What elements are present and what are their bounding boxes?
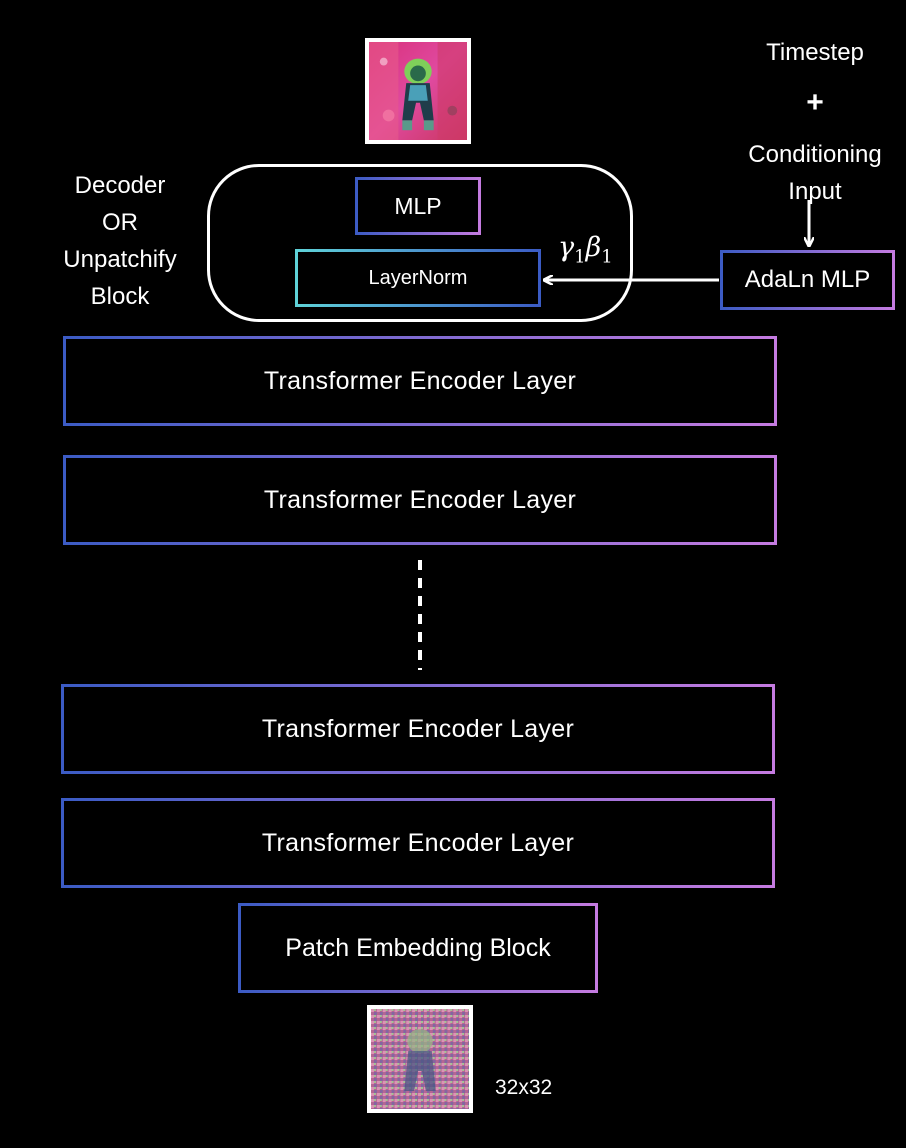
layernorm-label: LayerNorm: [368, 266, 468, 289]
output-image: [365, 38, 471, 144]
mlp-box: MLP: [355, 177, 481, 235]
transformer-encoder-layer-2: Transformer Encoder Layer: [63, 455, 777, 545]
conditioning-label-line2: Input: [788, 178, 842, 205]
patch-embedding-block: Patch Embedding Block: [238, 903, 598, 993]
decoder-label-line3: Unpatchify: [63, 246, 177, 273]
timestep-label: Timestep: [766, 39, 864, 66]
input-size-label: 32x32: [495, 1076, 553, 1099]
transformer-encoder-layer-3: Transformer Encoder Layer: [61, 684, 775, 774]
decoder-label-line4: Block: [90, 283, 150, 310]
transformer-encoder-layer-3-label: Transformer Encoder Layer: [261, 714, 575, 743]
transformer-encoder-layer-1-label: Transformer Encoder Layer: [263, 366, 577, 395]
patch-embedding-label: Patch Embedding Block: [285, 933, 551, 962]
transformer-encoder-layer-4: Transformer Encoder Layer: [61, 798, 775, 888]
input-image: [367, 1005, 473, 1113]
layernorm-box: LayerNorm: [295, 249, 541, 307]
plus-sign: +: [806, 86, 824, 119]
decoder-label-line1: Decoder: [74, 172, 166, 199]
mlp-label: MLP: [394, 192, 442, 219]
adaln-mlp-label: AdaLn MLP: [744, 266, 871, 293]
decoder-label-line2: OR: [102, 209, 138, 236]
transformer-encoder-layer-1: Transformer Encoder Layer: [63, 336, 777, 426]
decoder-block-container: [207, 164, 633, 322]
gamma-beta-label: γ1β1: [558, 232, 613, 268]
transformer-encoder-layer-2-label: Transformer Encoder Layer: [263, 485, 577, 514]
conditioning-label-line1: Conditioning: [748, 141, 882, 168]
output-image-picture: [369, 42, 467, 140]
input-image-picture: [371, 1009, 469, 1109]
adaln-mlp-box: AdaLn MLP: [720, 250, 895, 310]
transformer-encoder-layer-4-label: Transformer Encoder Layer: [261, 828, 575, 857]
